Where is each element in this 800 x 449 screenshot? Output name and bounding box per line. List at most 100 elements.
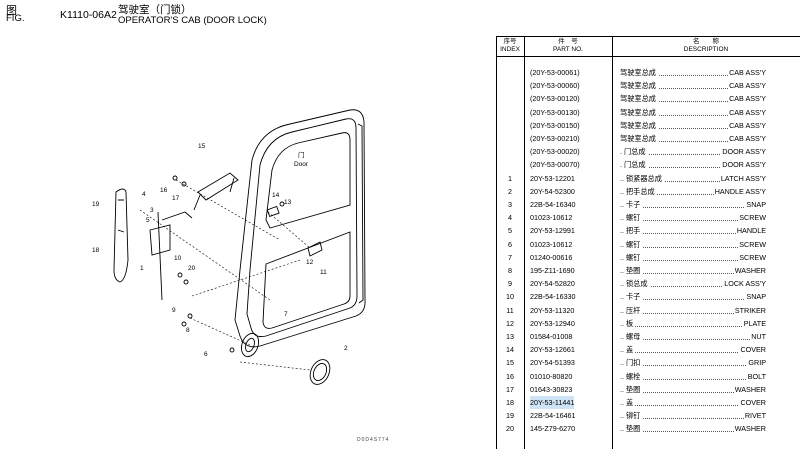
row-desc-en: SNAP — [745, 198, 766, 212]
row-desc-en: DOOR ASS'Y — [721, 158, 766, 172]
row-part-no: 20Y-54-52300 — [530, 186, 575, 196]
row-part-no: 01010-80820 — [530, 371, 573, 381]
row-part-no: (20Y-53-00060) — [530, 81, 580, 91]
row-desc-en: CAB ASS'Y — [728, 118, 766, 132]
row-index: 8 — [508, 266, 512, 275]
parts-list-table: 序号 INDEX 件 号 PART NO. 名 称 DESCRIPTION (2… — [496, 36, 800, 449]
row-part-no: 01240-00616 — [530, 252, 573, 262]
row-part-no: 22B-54-16461 — [530, 411, 576, 421]
row-desc-cn: 驾驶室总成 — [620, 118, 658, 132]
row-desc-cn: .. 铆钉 — [620, 409, 643, 423]
row-desc-en: STRIKER — [733, 303, 766, 317]
callout-18: 18 — [92, 247, 100, 254]
row-part-no: (20Y-53-00020) — [530, 147, 580, 157]
row-desc-en: SCREW — [738, 211, 766, 225]
row-desc-en: SCREW — [738, 250, 766, 264]
row-desc-en: HANDLE — [735, 224, 766, 238]
table-row: (20Y-53-00060) 驾驶室总成 CAB ASS'Y — [496, 79, 800, 93]
row-index: 20 — [506, 424, 514, 434]
row-part-no: 01584-01008 — [530, 332, 573, 341]
row-desc-cn: .. 螺栓 — [620, 369, 643, 383]
callout-19: 19 — [92, 201, 100, 208]
row-desc-cn: 驾驶室总成 — [620, 105, 658, 119]
row-desc-cn: .. 压杆 — [620, 303, 643, 317]
row-desc-cn: .. 板 — [620, 316, 636, 330]
row-part-no: 20Y-54-51393 — [530, 358, 575, 368]
table-row: 18 20Y-53-11441 .. 盖 COVER — [496, 396, 800, 410]
row-part-no: 01023-10612 — [530, 239, 573, 249]
grip-part — [197, 172, 239, 201]
row-part-no: 22B-54-16340 — [530, 200, 576, 209]
row-desc-cn: .. 螺钉 — [620, 250, 643, 264]
row-desc-en: RIVET — [743, 409, 766, 423]
row-desc-cn: . 门总成 — [620, 145, 648, 159]
round-gasket — [309, 359, 331, 385]
row-desc-cn: 驾驶室总成 — [620, 66, 658, 80]
row-desc-cn: 驾驶室总成 — [620, 79, 658, 93]
row-part-no: (20Y-53-00120) — [530, 94, 580, 104]
row-desc-en: LATCH ASS'Y — [719, 171, 766, 185]
callout-8: 8 — [186, 327, 190, 334]
row-desc-en: WASHER — [733, 264, 766, 278]
callout-17: 17 — [172, 195, 180, 202]
row-desc-cn: .. 盖 — [620, 396, 636, 410]
exploded-diagram: 门 Door 15 16 17 19 4 18 14 13 3 5 1 10 2… — [92, 109, 366, 385]
row-desc-cn: .. 螺母 — [620, 330, 643, 344]
row-desc-en: CAB ASS'Y — [728, 105, 766, 119]
row-index: 9 — [508, 279, 512, 289]
row-desc-cn: .. 卡子 — [620, 290, 643, 304]
page-title-en: OPERATOR'S CAB (DOOR LOCK) — [118, 15, 267, 26]
callout-7: 7 — [284, 311, 288, 318]
callout-10: 10 — [174, 255, 182, 262]
row-desc-cn: 驾驶室总成 — [620, 132, 658, 146]
callout-14: 14 — [272, 192, 280, 199]
door-label-en: Door — [294, 161, 309, 168]
row-part-no: 20Y-53-11441 — [530, 396, 575, 410]
figure-label-cn: 图 — [6, 5, 17, 17]
row-part-no: 145-Z79-6270 — [530, 424, 576, 434]
row-part-no: 01643-30823 — [530, 384, 573, 394]
callout-2: 2 — [344, 345, 348, 352]
row-desc-en: COVER — [739, 343, 766, 357]
row-desc-cn: .. 盖 — [620, 343, 636, 357]
latch-cover — [240, 332, 260, 358]
callout-1: 1 — [140, 265, 144, 272]
row-index: 10 — [506, 292, 514, 302]
row-index: 18 — [506, 398, 514, 407]
row-part-no: (20Y-53-00210) — [530, 134, 580, 143]
row-desc-cn: .. 锁紧器总成 — [620, 171, 664, 185]
image-number: D0D4S774 — [357, 437, 390, 443]
header-part-no: 件 号 PART NO. — [553, 38, 583, 53]
row-desc-en: COVER — [739, 396, 766, 410]
row-index: 11 — [506, 305, 514, 315]
row-index: 15 — [506, 358, 514, 368]
row-desc-en: DOOR ASS'Y — [721, 145, 766, 159]
callout-13: 13 — [284, 199, 292, 206]
row-part-no: 01023-10612 — [530, 213, 573, 223]
header-index: 序号 INDEX — [500, 38, 520, 53]
row-desc-cn: .. 垫圈 — [620, 422, 643, 436]
row-index: 2 — [508, 186, 512, 196]
row-desc-cn: . 门总成 — [620, 158, 648, 172]
callout-20: 20 — [188, 265, 196, 272]
callout-12: 12 — [306, 259, 314, 266]
row-desc-cn: .. 垫圈 — [620, 264, 643, 278]
row-desc-en: CAB ASS'Y — [728, 79, 766, 93]
